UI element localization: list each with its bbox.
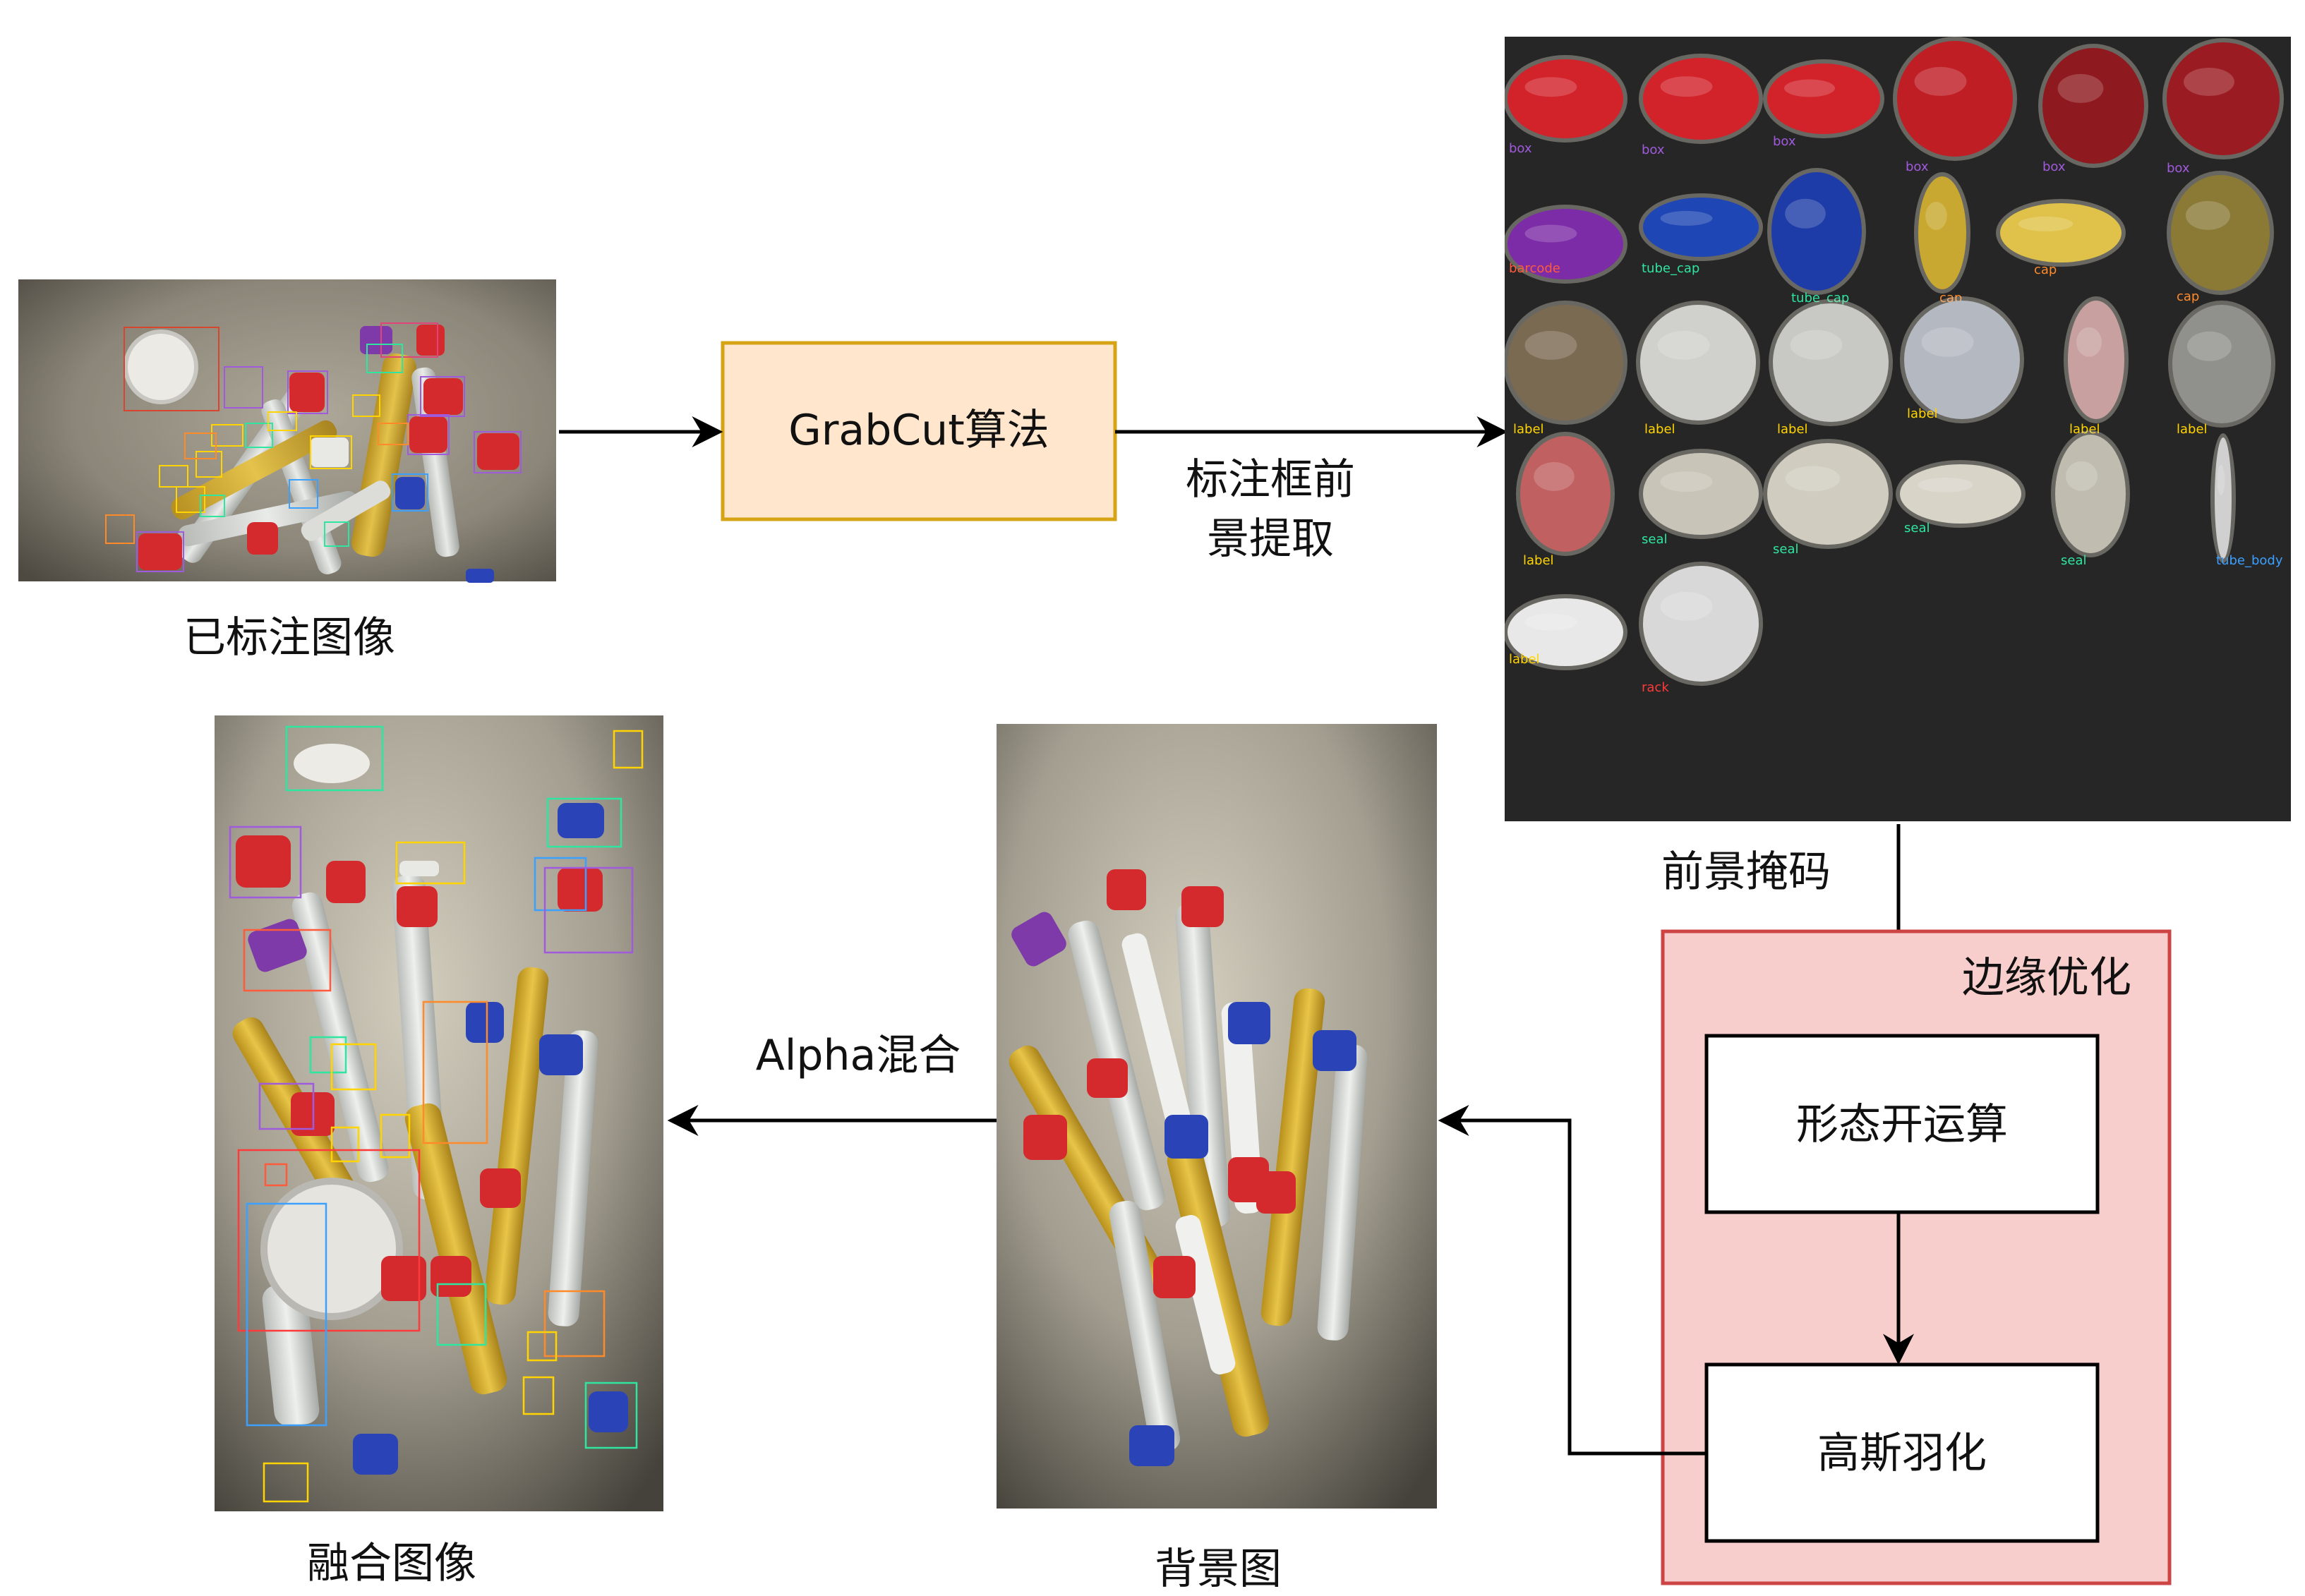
edge-gauss-to-background: [1438, 1105, 1707, 1456]
crop-box: box: [1763, 59, 1884, 149]
crop-label: seal: [1773, 542, 1798, 557]
morph-open-label: 形态开运算: [1796, 1100, 2008, 1149]
crop-label: box: [2042, 159, 2066, 174]
crop-label: label: [2177, 422, 2208, 437]
grabcut-label: GrabCut算法: [788, 406, 1049, 455]
crop-seal: seal: [2051, 430, 2130, 568]
crop-cap: cap: [1914, 172, 1970, 306]
crop-label: label: [2069, 422, 2100, 437]
background-image-caption: 背景图: [1155, 1544, 1282, 1594]
crop-label: label: [1513, 422, 1544, 437]
fused-image: [215, 715, 663, 1511]
crop-label: box: [2167, 161, 2190, 176]
crop-label: seal: [1904, 521, 1930, 536]
annotated-image-caption: 已标注图像: [183, 613, 395, 663]
crop-label: label: [1900, 296, 2024, 423]
crop-label: cap: [2034, 262, 2057, 277]
crop-label: box: [1906, 159, 1929, 174]
crop-box: box: [1893, 37, 2017, 174]
crop-box: box: [2162, 38, 2284, 176]
crop-tube_cap: tube_cap: [1639, 193, 1763, 276]
foreground-crops-panel: box box box box box box barcode tube_cap tube_ca…: [1503, 37, 2291, 821]
fused-image-caption: 融合图像: [307, 1539, 476, 1588]
edge-label-extract-line2: 景提取: [1207, 514, 1334, 564]
crop-label: label: [1516, 432, 1615, 568]
crop-label: label: [1769, 299, 1893, 437]
crop-rack: rack: [1639, 562, 1763, 695]
crop-label: label: [1503, 301, 1627, 437]
crop-label: tube_cap: [1642, 261, 1699, 276]
crop-label: cap: [2177, 289, 2199, 304]
crop-label: label: [1503, 594, 1627, 670]
crop-label: label: [2064, 296, 2129, 437]
gauss-feather-node: [1704, 1362, 2100, 1543]
crop-label: box: [1509, 141, 1532, 156]
crop-seal: seal: [1896, 460, 2026, 536]
crop-tube_body: tube_body: [2210, 433, 2283, 568]
crop-cap: cap: [2167, 171, 2274, 304]
crop-label: rack: [1642, 680, 1669, 695]
edge-label-alpha: Alpha混合: [756, 1031, 961, 1080]
crop-label: label: [1777, 422, 1808, 437]
crop-seal: seal: [1763, 439, 1893, 557]
crop-label: label: [1636, 301, 1760, 437]
refine-group-title: 边缘优化: [1962, 953, 2131, 1003]
crop-label: seal: [1642, 532, 1667, 547]
crop-seal: seal: [1639, 449, 1763, 547]
crop-label: box: [1642, 143, 1665, 157]
crop-label: tube_cap: [1791, 291, 1849, 306]
grabcut-node: GrabCut算法: [721, 341, 1117, 521]
edge-label-extract-line1: 标注框前: [1186, 455, 1355, 504]
edge-refine-group: 边缘优化 形态开运算 高斯羽化: [1661, 929, 2172, 1585]
crop-barcode: barcode: [1503, 205, 1627, 284]
crop-box: box: [1503, 55, 1627, 156]
annotated-image: [18, 279, 556, 583]
crop-box: box: [1639, 54, 1763, 157]
crop-label: barcode: [1509, 261, 1560, 276]
morph-open-node: [1704, 1034, 2100, 1214]
crop-label: seal: [2061, 553, 2086, 568]
edge-label-mask: 前景掩码: [1661, 847, 1831, 897]
crop-label: tube_body: [2216, 553, 2283, 568]
crop-label: label: [1509, 652, 1540, 667]
crop-label: label: [2168, 301, 2275, 437]
crop-label: label: [1523, 553, 1554, 568]
gauss-feather-label: 高斯羽化: [1817, 1429, 1987, 1478]
crop-label: label: [1907, 406, 1938, 421]
crops-layer: box box box box box box barcode tube_cap tube_ca…: [1503, 37, 2284, 695]
crop-tube_cap: tube_cap: [1767, 168, 1866, 306]
crop-cap: cap: [1996, 199, 2126, 277]
background-image: [997, 724, 1437, 1509]
crop-box: box: [2038, 44, 2148, 174]
crop-label: label: [1644, 422, 1675, 437]
crop-label: box: [1773, 134, 1796, 149]
